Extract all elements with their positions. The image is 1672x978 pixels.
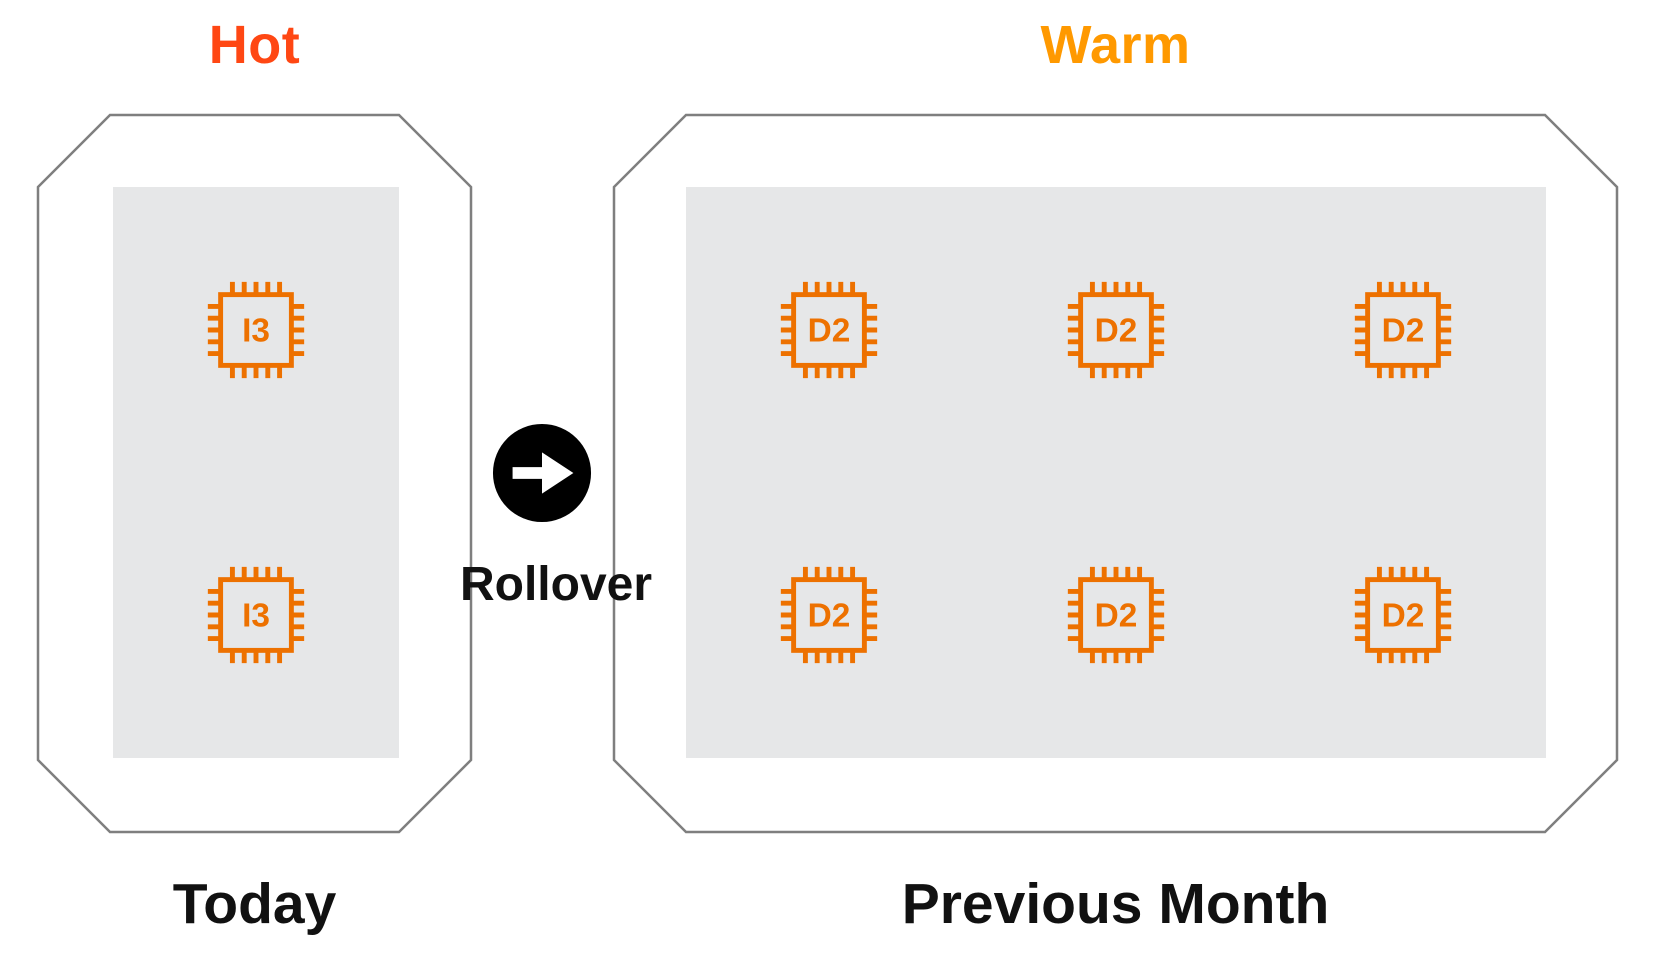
arrow-right-icon [492, 423, 592, 523]
arrow-glyph [512, 452, 574, 494]
chip-label: D2 [808, 598, 851, 635]
chip-label: D2 [1381, 312, 1424, 349]
chip-body [218, 291, 294, 368]
chip-pins [1067, 281, 1165, 378]
chip-label: D2 [1095, 598, 1138, 635]
chip-icon: D2 [1354, 281, 1451, 378]
chip-label: D2 [1381, 598, 1424, 635]
chip-icon: D2 [1067, 567, 1165, 664]
chip-label: D2 [808, 312, 851, 349]
instance-chip: D2 [772, 273, 886, 387]
chip-label: I3 [242, 598, 270, 635]
chip-icon: I3 [207, 567, 305, 664]
warm-container-label: Previous Month [901, 872, 1330, 936]
chip-body [1078, 291, 1154, 368]
hot-container-label: Today [172, 872, 337, 936]
instance-chip: D2 [1059, 273, 1173, 387]
chip-pins [207, 567, 305, 664]
chip-icon: I3 [207, 281, 305, 378]
chip-pins [1067, 567, 1165, 664]
chip-pins [1354, 567, 1451, 664]
instance-chip: D2 [772, 558, 886, 672]
chip-pins [1354, 281, 1451, 378]
hot-container-outline [36, 113, 473, 834]
instance-chip: I3 [199, 273, 313, 387]
hot-tier-title: Hot [208, 15, 301, 75]
chip-icon: D2 [781, 567, 878, 664]
instance-chip: D2 [1059, 558, 1173, 672]
chip-pins [207, 281, 305, 378]
chip-icon: D2 [1067, 281, 1165, 378]
warm-container-outline [612, 113, 1619, 834]
chip-label: I3 [242, 312, 270, 349]
chip-body [1364, 291, 1441, 368]
chip-icon: D2 [1354, 567, 1451, 664]
chip-pins [781, 281, 878, 378]
transition-label: Rollover [459, 558, 653, 611]
warm-tier-title: Warm [1040, 15, 1191, 75]
chip-pins [781, 567, 878, 664]
chip-icon: D2 [781, 281, 878, 378]
chip-label: D2 [1095, 312, 1138, 349]
instance-chip: D2 [1346, 558, 1460, 672]
instance-chip: I3 [199, 558, 313, 672]
instance-chip: D2 [1346, 273, 1460, 387]
